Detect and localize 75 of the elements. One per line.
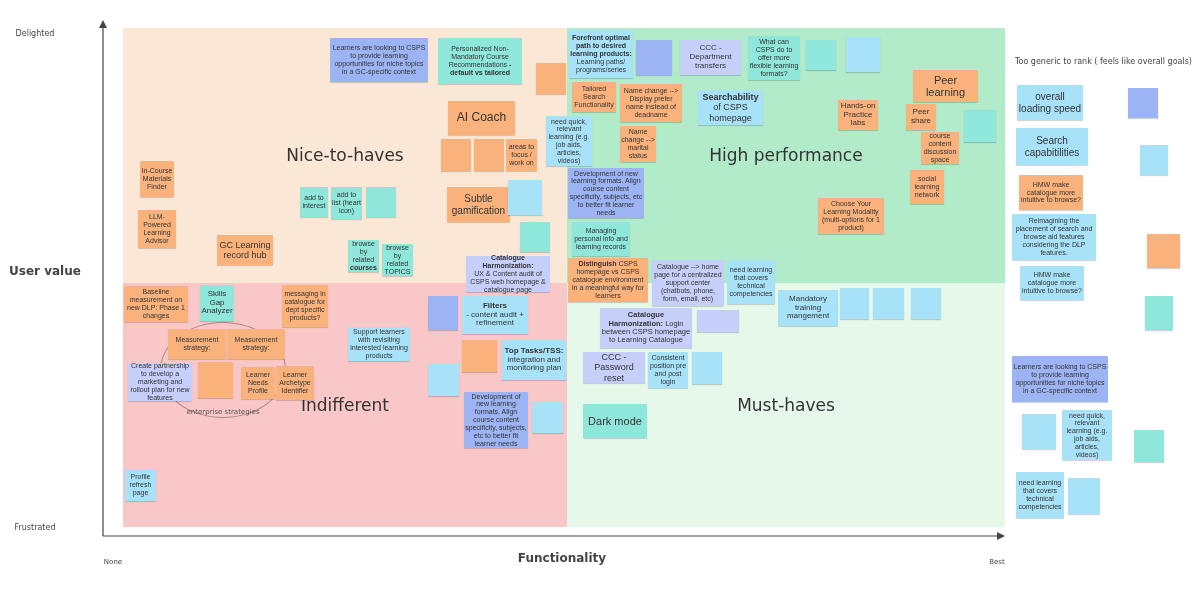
sticky-note bbox=[913, 70, 978, 102]
quadrant-label: High performance bbox=[709, 145, 863, 165]
sticky-note bbox=[227, 329, 285, 359]
sticky-note bbox=[447, 187, 510, 222]
sticky-note bbox=[474, 139, 504, 171]
sticky-note bbox=[508, 180, 542, 215]
sticky-note bbox=[300, 187, 328, 217]
sticky-note bbox=[140, 161, 174, 197]
sticky-note bbox=[692, 352, 722, 384]
sticky-note bbox=[636, 40, 672, 75]
sticky-note bbox=[466, 256, 550, 292]
sticky-note bbox=[1134, 430, 1164, 462]
quadrant-label: Must-haves bbox=[737, 395, 835, 415]
note-text: Dark mode bbox=[588, 414, 642, 428]
sticky-note bbox=[964, 110, 996, 142]
note-text: Skills Gap Analyzer bbox=[201, 289, 233, 317]
sticky-note bbox=[502, 340, 566, 380]
sticky-note bbox=[462, 340, 497, 372]
sticky-note bbox=[168, 329, 226, 359]
sticky-note bbox=[1017, 85, 1083, 120]
sticky-note bbox=[697, 310, 739, 332]
sticky-note bbox=[462, 296, 528, 334]
sticky-note bbox=[1068, 478, 1100, 514]
sticky-note bbox=[840, 288, 869, 319]
note-text: Top Tasks/TSS: bbox=[504, 346, 564, 355]
sticky-note bbox=[1147, 234, 1180, 268]
sticky-note bbox=[532, 402, 563, 433]
sticky-note bbox=[806, 40, 836, 70]
sticky-note bbox=[1016, 472, 1064, 518]
sticky-note bbox=[366, 187, 396, 217]
note-text: CCC - Password reset bbox=[593, 352, 635, 383]
sticky-note bbox=[727, 260, 775, 304]
sticky-note bbox=[680, 40, 741, 75]
sticky-note bbox=[428, 296, 458, 330]
sticky-note bbox=[441, 139, 471, 171]
sticky-note bbox=[1012, 356, 1108, 402]
sticky-note bbox=[536, 63, 566, 94]
sticky-note bbox=[1145, 296, 1173, 330]
note-text: Mandatory training mangement bbox=[785, 294, 831, 322]
axis-end-label: Frustrated bbox=[14, 522, 56, 532]
note-text: AI Coach bbox=[456, 111, 507, 125]
sticky-note bbox=[520, 222, 550, 252]
sticky-note bbox=[428, 364, 459, 396]
sticky-note bbox=[873, 288, 904, 319]
note-text: Peer share bbox=[910, 108, 932, 126]
note-text: overall loading speed bbox=[1018, 91, 1082, 114]
sticky-note bbox=[1016, 128, 1088, 165]
sticky-note bbox=[198, 362, 233, 398]
axis-title: Functionality bbox=[517, 551, 607, 565]
note-text: GC Learning record hub bbox=[218, 239, 272, 261]
quadrant-label: Nice-to-haves bbox=[286, 145, 404, 165]
axis-title: User value bbox=[9, 264, 81, 278]
sticky-note bbox=[778, 290, 838, 326]
sticky-note bbox=[583, 404, 647, 438]
note-text: Hands-on Practice labs bbox=[839, 101, 877, 129]
section-heading: Too generic to rank ( feels like overall goals) bbox=[1015, 56, 1192, 66]
note-text: Searchability of CSPS homepage bbox=[701, 92, 760, 123]
note-text: - content audit + refinement bbox=[465, 310, 525, 329]
note-text: Peer learning bbox=[924, 73, 967, 99]
note-text: integration and monitoring plan bbox=[506, 355, 563, 374]
sticky-note bbox=[1128, 88, 1158, 118]
sticky-note bbox=[846, 37, 880, 72]
quadrant-label: Indifferent bbox=[301, 395, 389, 415]
sticky-note bbox=[448, 101, 515, 135]
sticky-note bbox=[583, 352, 645, 383]
sticky-note bbox=[438, 38, 522, 84]
axis-end-label: Delighted bbox=[15, 28, 55, 38]
sticky-note bbox=[1140, 145, 1168, 175]
note-text: Search capabitilities bbox=[1023, 135, 1081, 158]
sticky-note bbox=[1022, 414, 1056, 449]
sticky-note bbox=[911, 288, 941, 319]
note-text: Filters bbox=[483, 301, 507, 311]
note-text: CCC - Department transfers bbox=[688, 44, 733, 71]
note-text: Subtle gamification bbox=[450, 193, 507, 216]
sticky-note bbox=[330, 38, 428, 82]
